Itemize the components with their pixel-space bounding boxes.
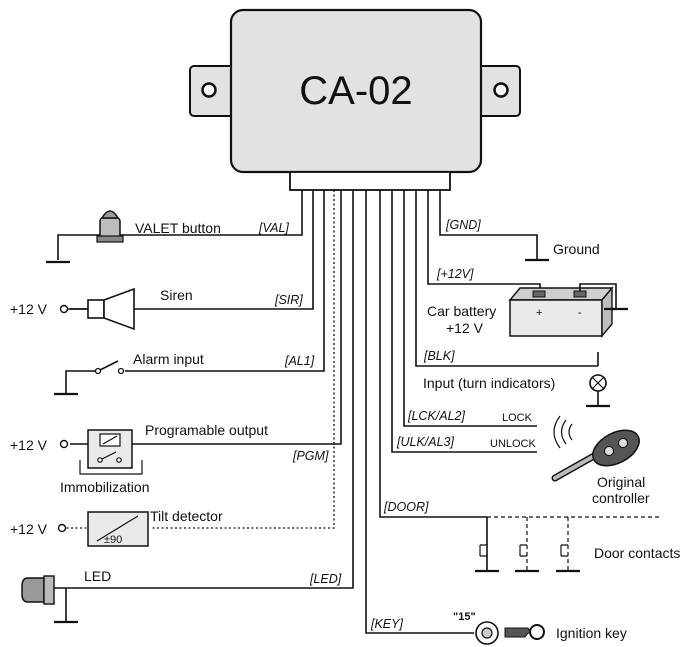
relay-icon [79, 429, 143, 475]
turn-input-label: Input (turn indicators) [423, 375, 555, 391]
wire-label-door: [DOOR] [383, 500, 429, 514]
svg-text:-: - [578, 307, 582, 319]
control-unit: CA-02 [189, 8, 521, 191]
led-icon [21, 575, 67, 622]
svg-text:+: + [536, 307, 542, 319]
battery-voltage: +12 V [446, 320, 484, 336]
unlock-label: UNLOCK [490, 438, 537, 450]
tilt-scale: ±90 [104, 534, 122, 546]
wire-label-val: [VAL] [258, 221, 289, 235]
wire-label-sir: [SIR] [274, 293, 303, 307]
wire-label-led: [LED] [309, 572, 342, 586]
pgm-label: Programable output [145, 422, 268, 438]
alarm-switch-icon [65, 360, 125, 394]
wire-label-blk: [BLK] [423, 349, 455, 363]
valet-button-icon [96, 210, 124, 243]
ignition-key-label: Ignition key [556, 625, 627, 641]
tilt-label: Tilt detector [150, 508, 223, 524]
ignition-terminal-label: "15" [453, 611, 476, 623]
ignition-key-icon [475, 621, 545, 645]
ground-label: Ground [553, 241, 600, 257]
harness [54, 190, 660, 634]
controller-label-2: controller [592, 490, 650, 506]
siren-supply: +12 V [10, 301, 48, 317]
immobilization-label: Immobilization [60, 479, 149, 495]
door-contacts-icon [479, 517, 569, 570]
siren-label: Siren [160, 287, 193, 303]
wire-label-key: [KEY] [370, 617, 403, 631]
wire-label-lck: [LCK/AL2] [407, 409, 466, 423]
wire-label-al1: [AL1] [284, 354, 315, 368]
remote-key-icon [551, 415, 640, 482]
wire-label-ulk: [ULK/AL3] [396, 435, 455, 449]
tilt-supply: +12 V [10, 521, 48, 537]
alarm-label: Alarm input [133, 351, 204, 367]
door-contacts-label: Door contacts [594, 545, 680, 561]
valet-label: VALET button [135, 220, 221, 236]
wire-label-p12: [+12V] [436, 267, 474, 281]
wire-label-gnd: [GND] [445, 218, 481, 232]
battery-icon: + - [508, 283, 617, 338]
battery-label: Car battery [427, 303, 496, 319]
wire-label-pgm: [PGM] [292, 449, 329, 463]
module-name: CA-02 [299, 69, 412, 113]
lamp-icon [589, 352, 607, 405]
siren-icon [87, 287, 135, 331]
led-label: LED [84, 568, 111, 584]
controller-label: Original [597, 474, 645, 490]
tilt-sensor-icon: ±90 [87, 511, 149, 547]
pgm-supply: +12 V [10, 437, 48, 453]
lock-label: LOCK [502, 412, 533, 424]
